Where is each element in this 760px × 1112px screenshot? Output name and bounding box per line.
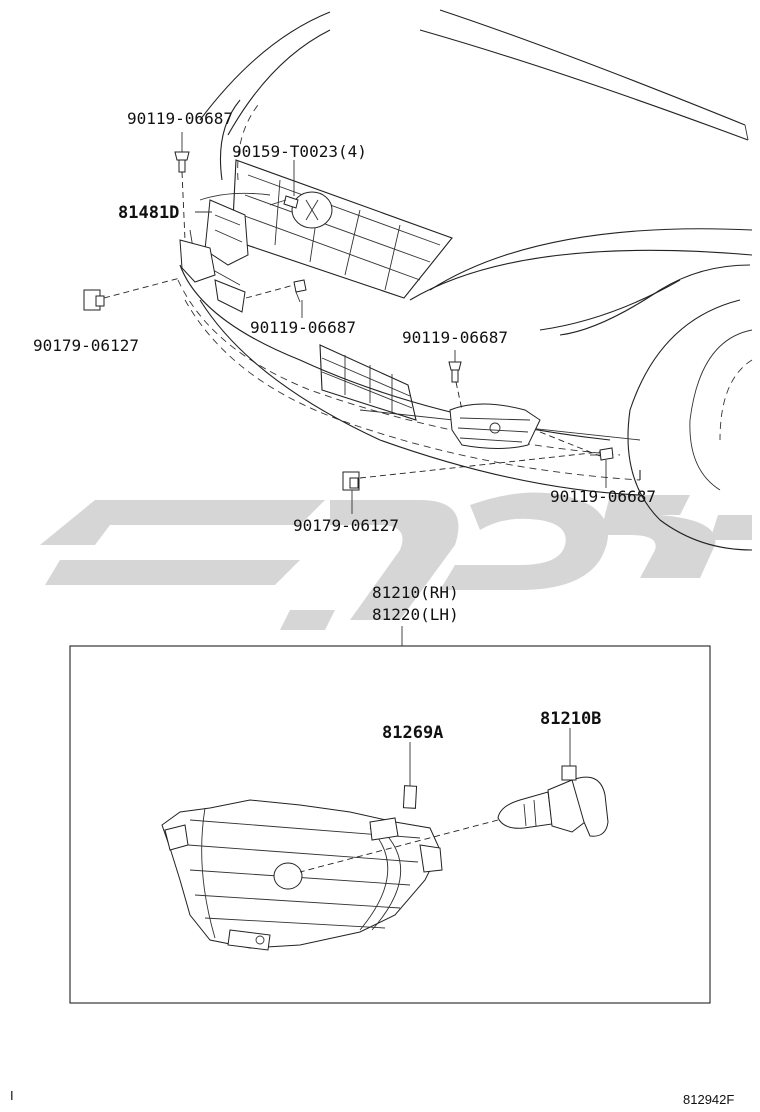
bulb-icon (497, 765, 609, 837)
callout-bulb: 81210B (540, 709, 601, 729)
bolt-icon (293, 279, 307, 303)
lower-grille (319, 344, 417, 421)
callout-clip-lower: 90179-06127 (293, 516, 399, 535)
callout-screw-4: 90159-T0023(4) (232, 142, 367, 161)
callout-bolt-right-lower: 90119-06687 (550, 487, 656, 506)
seal-icon (402, 785, 418, 809)
callout-clip-left: 90179-06127 (33, 336, 139, 355)
watermark-logo (40, 492, 752, 630)
callout-assembly-rh: 81210(RH) (372, 583, 459, 602)
clip-icon (83, 289, 105, 311)
fog-lamp-assembly (161, 799, 443, 951)
figure-code: 812942F (683, 1092, 734, 1107)
callout-bolt-mid: 90119-06687 (250, 318, 356, 337)
leader-lines-upper (103, 132, 607, 514)
car-body-outline (177, 9, 753, 551)
callout-bolt-right-upper: 90119-06687 (402, 328, 508, 347)
callout-bolt-top-left: 90119-06687 (127, 109, 233, 128)
callout-bracket: 81481D (118, 203, 179, 223)
screw-icon (269, 195, 299, 209)
upper-grille (231, 159, 453, 299)
fog-lamp-installed (449, 403, 541, 449)
bolt-icon (174, 151, 190, 173)
callout-assembly-lh: 81220(LH) (372, 605, 459, 624)
leader-lines-detail (299, 728, 571, 873)
clip-icon (342, 471, 360, 491)
bolt-icon (590, 447, 614, 461)
footer-left-mark: I (10, 1088, 14, 1103)
assembly-box (69, 645, 711, 1004)
callout-seal: 81269A (382, 723, 443, 743)
bolt-icon (448, 361, 462, 383)
bracket-81481d (179, 199, 249, 313)
